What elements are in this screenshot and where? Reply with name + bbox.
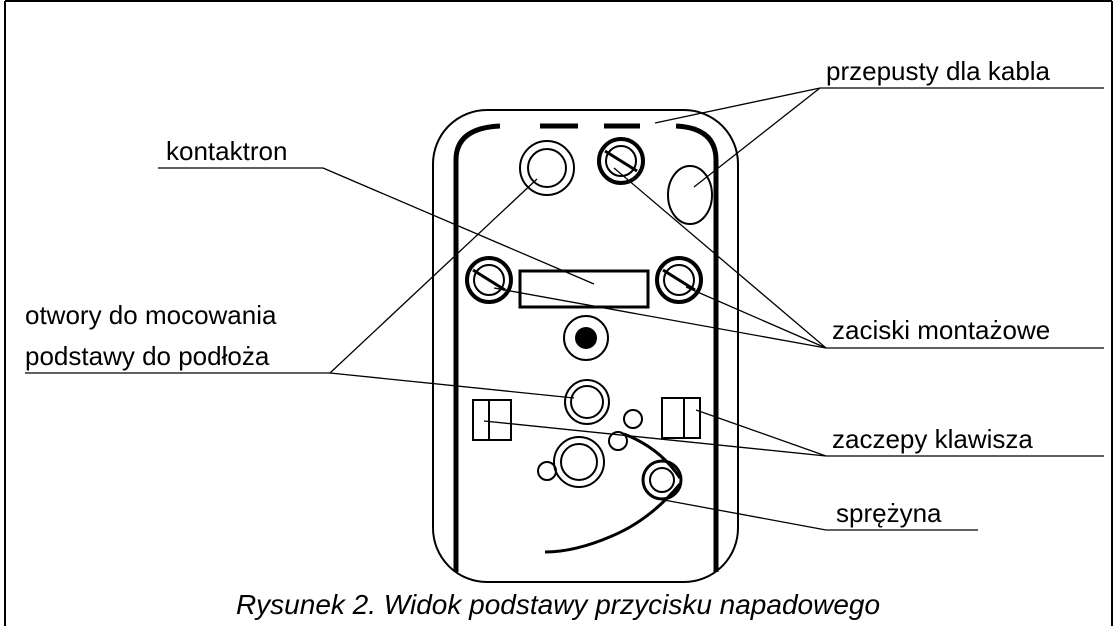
label-reed-switch: kontaktron: [166, 136, 287, 166]
label-mounting-terminals: zaciski montażowe: [832, 315, 1050, 345]
small-holes: [537, 409, 643, 481]
cable-passage-oval: [667, 165, 713, 225]
label-mounting-holes-line2: podstawy do podłoża: [25, 341, 270, 371]
button-contact: [563, 315, 609, 361]
figure-frame: [4, 0, 1113, 626]
internal-walls: [453, 123, 719, 572]
figure-caption: Rysunek 2. Widok podstawy przycisku napa…: [236, 589, 880, 620]
terminal-screw-left: [465, 256, 513, 304]
label-button-latches: zaczepy klawisza: [832, 424, 1033, 454]
leader-lines: [25, 87, 1104, 531]
label-spring: sprężyna: [836, 498, 942, 528]
reed-switch: [518, 269, 650, 309]
terminal-screw-right: [655, 256, 703, 304]
mounting-hole-bottom: [564, 379, 610, 425]
spring-post-large: [553, 436, 605, 488]
latch-left: [472, 399, 512, 441]
latch-right: [661, 397, 701, 439]
terminal-screw-top: [597, 137, 645, 185]
spring: [544, 432, 683, 554]
labels: przepusty dla kabla kontaktron otwory do…: [25, 56, 1051, 528]
label-cable-passages: przepusty dla kabla: [826, 56, 1051, 86]
mounting-hole-top: [519, 140, 575, 196]
base-outline: [432, 109, 739, 583]
label-mounting-holes-line1: otwory do mocowania: [25, 300, 277, 330]
